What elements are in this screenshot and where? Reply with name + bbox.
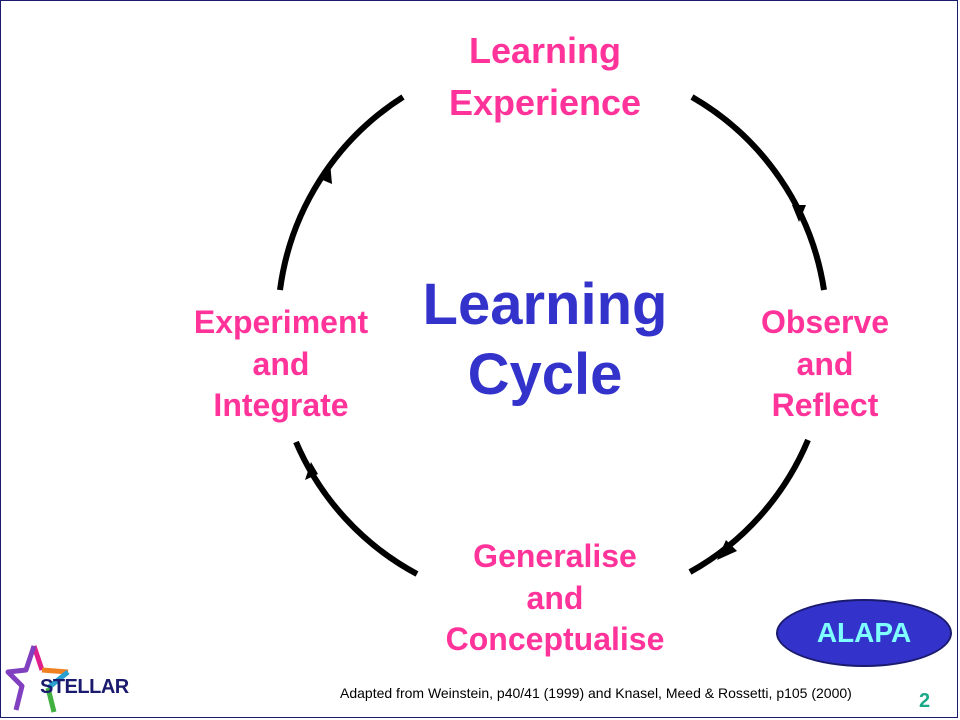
arrowhead-top-left-icon: [318, 162, 332, 184]
stage-top-line-1: Learning: [468, 30, 621, 71]
arc-top-right: [690, 94, 827, 291]
stage-left-line-1: Experiment: [193, 304, 369, 340]
logo-text: STELLAR: [40, 676, 129, 698]
center-title-line-2: Cycle: [467, 341, 623, 407]
stage-learning-experience: Learning Experience: [400, 25, 690, 129]
stage-observe-reflect: Observe and Reflect: [720, 302, 930, 427]
page-number: 2: [919, 690, 931, 712]
stage-top-line-2: Experience: [448, 82, 642, 124]
stage-right-line-3: Reflect: [771, 387, 879, 424]
alapa-badge: ALAPA: [776, 599, 952, 667]
stage-right-line-1: Observe: [760, 304, 890, 340]
stage-bottom-line-1: Generalise: [473, 538, 637, 574]
arc-bottom-right: [688, 438, 811, 575]
arrowhead-bottom-right-icon: [717, 540, 737, 560]
stage-experiment-integrate: Experiment and Integrate: [165, 302, 397, 427]
arrowhead-left-icon: [305, 462, 318, 480]
star-logo-icon: [5, 645, 70, 713]
stage-left-line-3: Integrate: [213, 387, 349, 424]
stage-bottom-line-3: Conceptualise: [445, 621, 665, 658]
stage-left-line-2: and: [252, 345, 310, 382]
arrowhead-right-icon: [792, 205, 806, 222]
stage-bottom-line-2: and: [526, 579, 584, 616]
stage-generalise-conceptualise: Generalise and Conceptualise: [400, 536, 710, 661]
stage-right-line-2: and: [796, 345, 854, 382]
arc-top-left: [277, 94, 405, 291]
center-title: Learning Cycle: [400, 270, 690, 409]
arc-bottom-left: [293, 440, 419, 577]
center-title-line-1: Learning: [422, 272, 668, 337]
source-caption: Adapted from Weinstein, p40/41 (1999) an…: [340, 685, 852, 701]
